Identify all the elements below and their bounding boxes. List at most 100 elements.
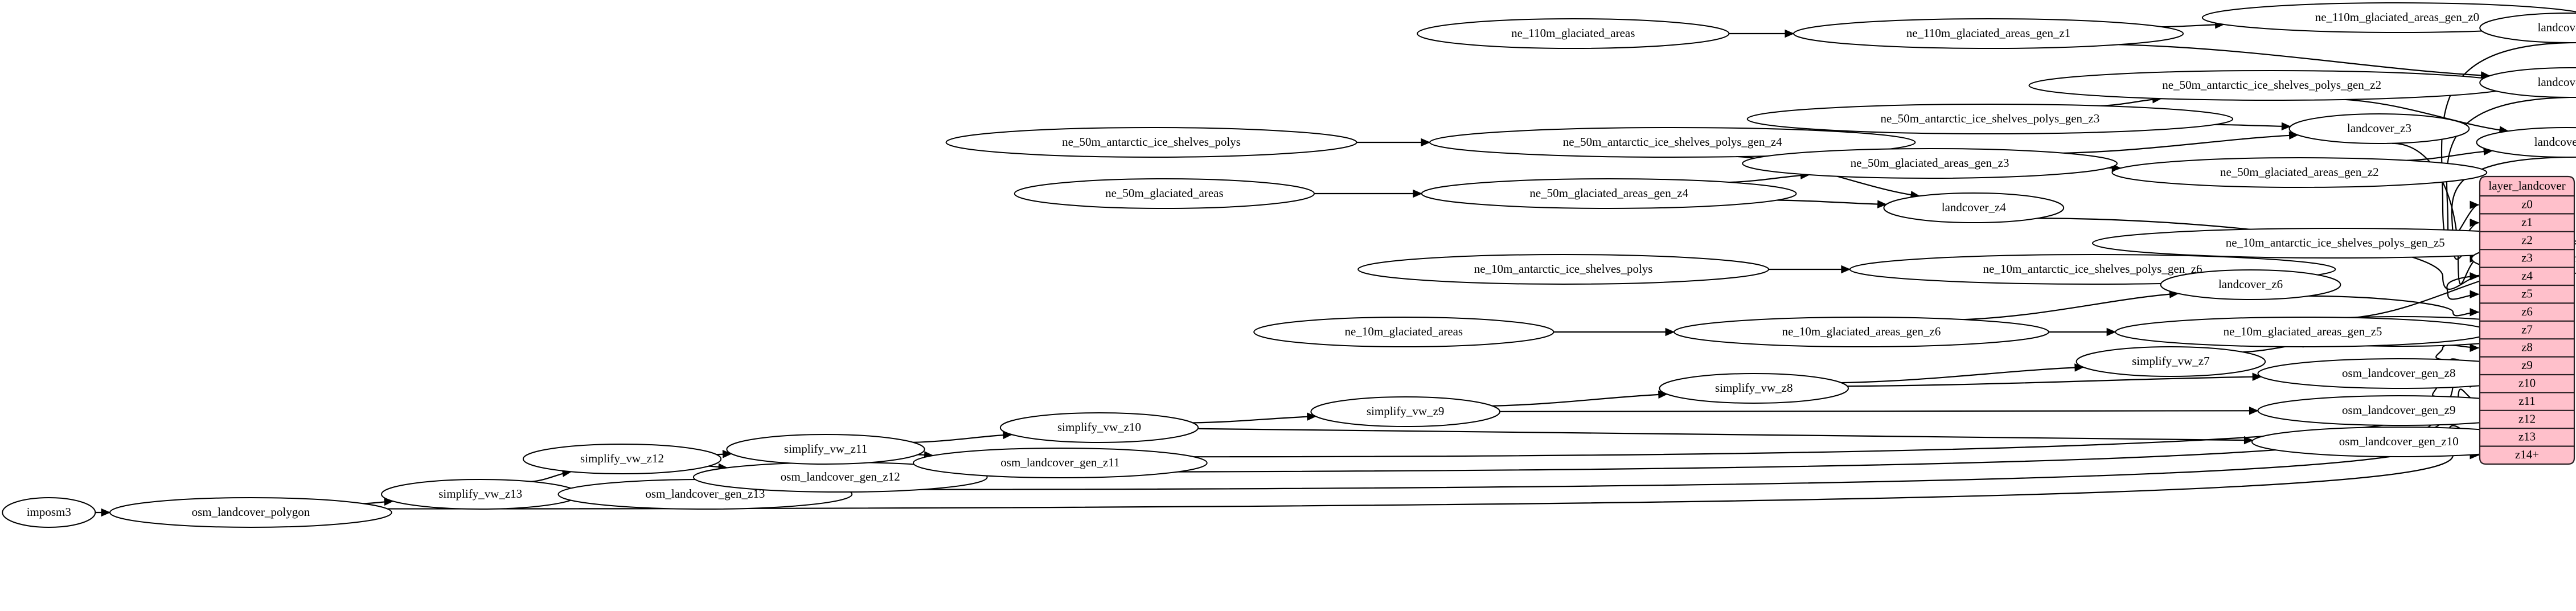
record-row-z13[interactable]: z13 [2518,430,2536,444]
graph-node-ne_50m_antarctic_ice_shelves_polys[interactable]: ne_50m_antarctic_ice_shelves_polys [945,127,1357,158]
node-ellipse [1014,178,1315,209]
graph-node-simplify_vw_z7[interactable]: simplify_vw_z7 [2075,346,2266,377]
nodes-layer: imposm3 osm_landcover_polygon simplify_vw_… [2,2,2576,528]
graph-node-simplify_vw_z9[interactable]: simplify_vw_z9 [1310,396,1500,427]
graph-node-ne_50m_antarctic_ice_shelves_polys_gen_z4[interactable]: ne_50m_antarctic_ice_shelves_polys_gen_z… [1429,127,1916,158]
record-row-z14+[interactable]: z14+ [2515,448,2539,461]
node-label: ne_110m_glaciated_areas_gen_z1 [1906,26,2070,40]
graph-node-ne_110m_glaciated_areas[interactable]: ne_110m_glaciated_areas [1417,18,1730,49]
node-label: osm_landcover_polygon [192,505,310,519]
node-label: ne_110m_glaciated_areas [1511,26,1635,40]
graph-node-landcover_z4[interactable]: landcover_z4 [1883,192,2065,223]
node-ellipse [2160,269,2341,300]
graph-node-simplify_vw_z13[interactable]: simplify_vw_z13 [381,479,580,510]
edge-simplify_vw_z11-to-simplify_vw_z10 [913,434,1012,443]
node-label: simplify_vw_z10 [1057,420,1141,434]
node-ellipse [2,497,96,528]
node-ellipse [1883,192,2065,223]
graph-node-ne_50m_glaciated_areas_gen_z4[interactable]: ne_50m_glaciated_areas_gen_z4 [1421,178,1797,209]
graph-node-landcover_z6[interactable]: landcover_z6 [2160,269,2341,300]
edge-arrowhead [2470,200,2480,209]
graph-node-osm_landcover_gen_z10[interactable]: osm_landcover_gen_z10 [2251,427,2546,457]
edge-arrowhead [1877,200,1887,208]
node-label: ne_10m_antarctic_ice_shelves_polys_gen_z… [1983,262,2202,276]
node-label: landcover_z2 [2534,135,2576,149]
record-row-z1[interactable]: z1 [2521,215,2533,229]
node-ellipse [2288,113,2470,144]
node-ellipse [913,448,1208,478]
record-row-z10[interactable]: z10 [2518,376,2536,390]
edge-ne_50m_glaciated_areas_gen_z4-to-ne_50m_glaciated_areas_gen_z3 [1729,174,1810,183]
graph-node-ne_50m_glaciated_areas_gen_z3[interactable]: ne_50m_glaciated_areas_gen_z3 [1742,148,2118,179]
graph-node-ne_50m_glaciated_areas_gen_z2[interactable]: ne_50m_glaciated_areas_gen_z2 [2111,157,2488,188]
record-row-z4[interactable]: z4 [2521,269,2533,282]
record-row-z3[interactable]: z3 [2521,251,2533,265]
node-label: imposm3 [27,505,71,519]
edge-arrowhead [1841,265,1851,274]
graph-node-ne_10m_glaciated_areas_gen_z5[interactable]: ne_10m_glaciated_areas_gen_z5 [2115,317,2491,347]
graph-node-ne_10m_glaciated_areas[interactable]: ne_10m_glaciated_areas [1253,317,1554,347]
edge-arrowhead [2243,436,2254,445]
graph-node-simplify_vw_z11[interactable]: simplify_vw_z11 [726,434,925,465]
graph-node-ne_10m_glaciated_areas_gen_z6[interactable]: ne_10m_glaciated_areas_gen_z6 [1673,317,2049,347]
edge-arrowhead [101,508,111,517]
graph-node-osm_landcover_gen_z12[interactable]: osm_landcover_gen_z12 [692,462,988,493]
graph-node-ne_50m_antarctic_ice_shelves_polys_gen_z2[interactable]: ne_50m_antarctic_ice_shelves_polys_gen_z… [2028,70,2515,101]
graph-node-ne_10m_antarctic_ice_shelves_polys[interactable]: ne_10m_antarctic_ice_shelves_polys [1357,254,1770,285]
edge-simplify_vw_z9-to-simplify_vw_z8 [1492,393,1667,407]
node-label: simplify_vw_z9 [1367,404,1445,418]
graph-node-osm_landcover_gen_z8[interactable]: osm_landcover_gen_z8 [2257,358,2541,389]
node-ellipse [1429,127,1916,158]
graph-node-simplify_vw_z8[interactable]: simplify_vw_z8 [1659,373,1849,404]
record-row-z9[interactable]: z9 [2521,358,2533,372]
record-row-z7[interactable]: z7 [2521,322,2533,336]
graph-node-landcover_z1[interactable]: landcover_z1 [2479,67,2576,98]
edge-arrowhead [1421,138,1431,147]
graph-node-simplify_vw_z12[interactable]: simplify_vw_z12 [522,444,722,474]
edge-arrowhead [2470,307,2480,317]
edges-layer [95,19,2576,517]
graph-node-ne_110m_glaciated_areas_gen_z1[interactable]: ne_110m_glaciated_areas_gen_z1 [1793,18,2184,49]
node-label: ne_50m_glaciated_areas_gen_z3 [1851,156,2009,170]
node-label: ne_50m_glaciated_areas [1105,186,1224,200]
record-row-z5[interactable]: z5 [2521,287,2533,301]
record-row-z0[interactable]: z0 [2521,198,2533,211]
node-ellipse [2075,346,2266,377]
node-label: ne_50m_antarctic_ice_shelves_polys_gen_z… [2162,78,2381,92]
node-label: simplify_vw_z13 [438,487,522,501]
graph-node-imposm3[interactable]: imposm3 [2,497,96,528]
node-ellipse [2111,157,2488,188]
record-row-z6[interactable]: z6 [2521,305,2533,318]
graph-node-osm_landcover_polygon[interactable]: osm_landcover_polygon [109,497,392,528]
record-row-z11[interactable]: z11 [2518,394,2536,408]
node-label: landcover_z1 [2538,75,2576,89]
node-ellipse [1793,18,2184,49]
edge-simplify_vw_z8-to-osm_landcover_gen_z8 [1847,376,2262,387]
node-label: ne_10m_antarctic_ice_shelves_polys_gen_z… [2226,236,2445,249]
graph-node-osm_landcover_gen_z11[interactable]: osm_landcover_gen_z11 [913,448,1208,478]
edge-arrowhead [2470,290,2480,298]
node-ellipse [1673,317,2049,347]
record-row-z2[interactable]: z2 [2521,233,2533,247]
graph-node-ne_50m_antarctic_ice_shelves_polys_gen_z3[interactable]: ne_50m_antarctic_ice_shelves_polys_gen_z… [1746,104,2234,134]
node-label: simplify_vw_z11 [784,442,867,456]
node-label: ne_50m_antarctic_ice_shelves_polys [1062,135,1241,149]
record-row-z8[interactable]: z8 [2521,341,2533,354]
graph-node-landcover_z0[interactable]: landcover_z0 [2479,13,2576,43]
graph-node-ne_50m_glaciated_areas[interactable]: ne_50m_glaciated_areas [1014,178,1315,209]
record-table-header: layer_landcover [2488,179,2565,192]
edge-arrowhead [1307,412,1317,421]
node-label: osm_landcover_gen_z13 [645,487,765,501]
node-label: ne_50m_glaciated_areas_gen_z2 [2220,165,2379,179]
node-label: ne_10m_glaciated_areas_gen_z6 [1782,325,1941,338]
node-ellipse [1742,148,2118,179]
record-row-z12[interactable]: z12 [2518,412,2536,425]
graph-node-simplify_vw_z10[interactable]: simplify_vw_z10 [999,412,1199,443]
graph-node-landcover_z2[interactable]: landcover_z2 [2476,127,2576,158]
edge-arrowhead [1413,189,1423,198]
graph-node-osm_landcover_gen_z9[interactable]: osm_landcover_gen_z9 [2257,395,2541,426]
graph-node-ne_10m_antarctic_ice_shelves_polys_gen_z5[interactable]: ne_10m_antarctic_ice_shelves_polys_gen_z… [2092,228,2576,259]
graph-node-landcover_z3[interactable]: landcover_z3 [2288,113,2470,144]
edge-ne_110m_glaciated_areas_gen_z1-to-ne_110m_glaciated_areas_gen_z0 [2161,23,2224,28]
